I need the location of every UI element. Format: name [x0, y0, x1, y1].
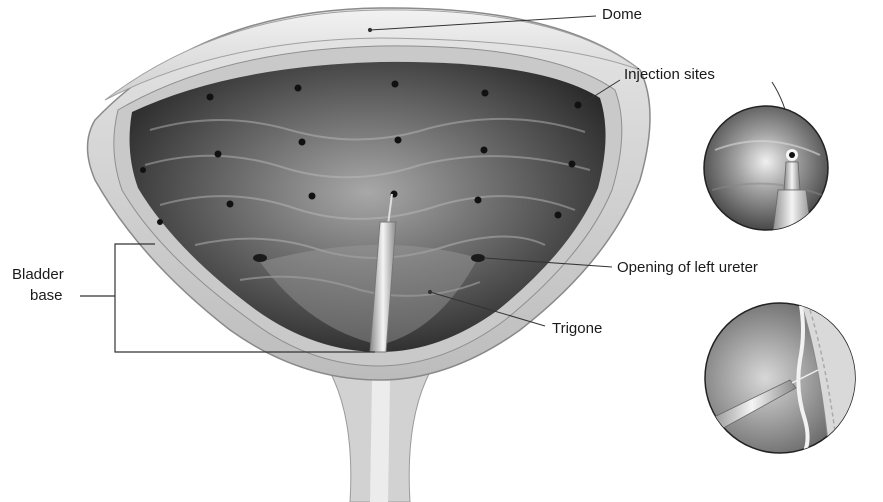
label-bladder-base-line2: base — [30, 287, 63, 305]
urethra-highlight — [370, 380, 390, 502]
left-ureter-opening — [471, 254, 485, 262]
inset-injection-closeup — [704, 106, 828, 240]
label-injection-sites: Injection sites — [624, 66, 715, 84]
label-trigone: Trigone — [552, 320, 602, 338]
right-ureter-opening — [253, 254, 267, 262]
label-dome: Dome — [602, 6, 642, 24]
label-opening-left-ureter: Opening of left ureter — [617, 259, 758, 277]
inset-wall-crosssection — [705, 300, 870, 460]
label-bladder-base-line1: Bladder — [12, 266, 64, 284]
